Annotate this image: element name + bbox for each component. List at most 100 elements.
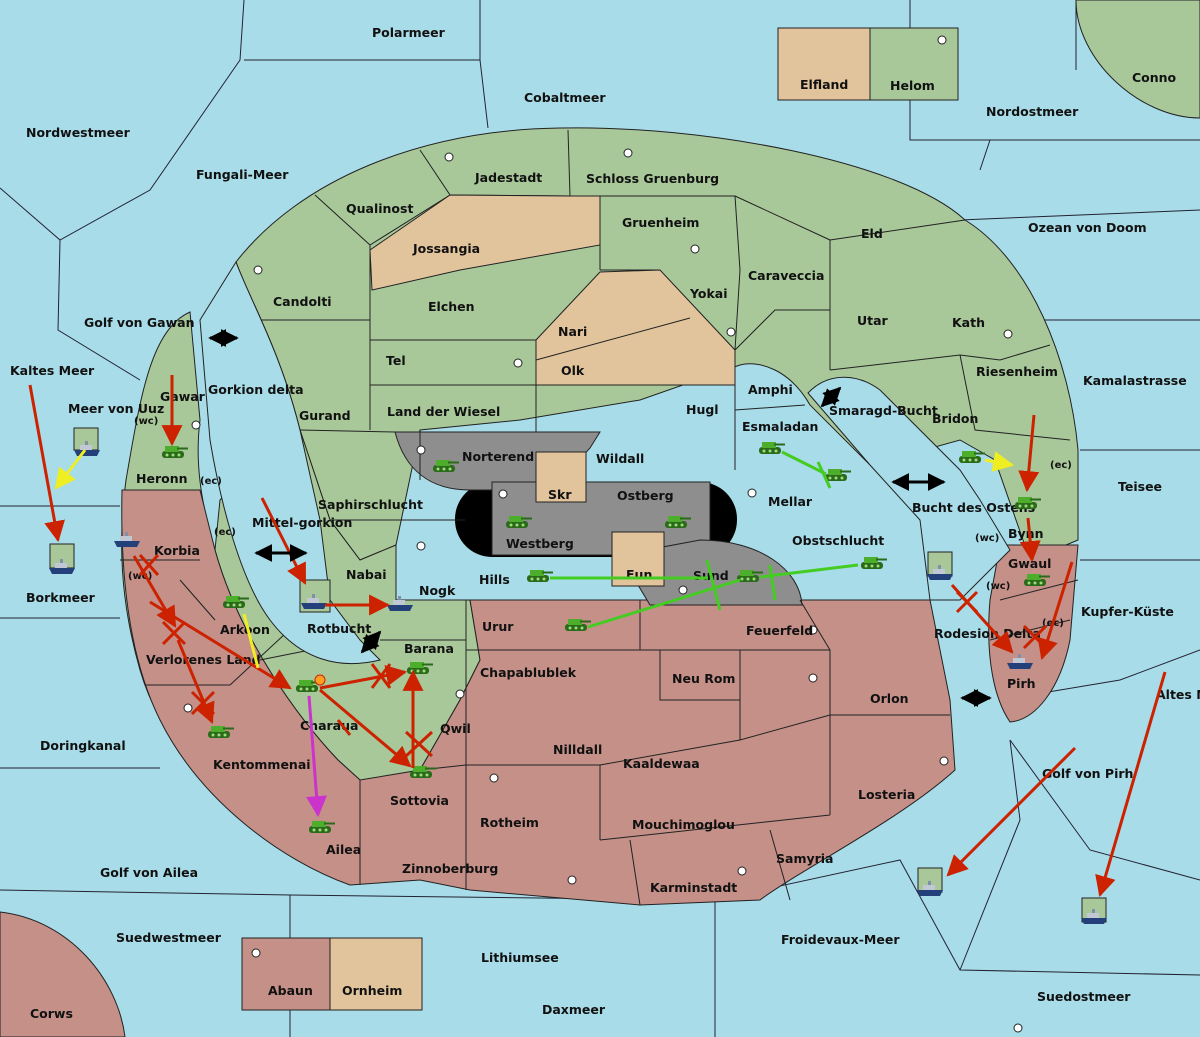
land-hugl: Hugl [686,402,719,417]
coast-tag: (wc) [128,571,152,582]
land-gwaul: Gwaul [1008,556,1051,571]
land-elchen: Elchen [428,299,475,314]
land-helom: Helom [890,78,935,93]
land-nogk: Nogk [419,583,456,598]
sea-polarmeer: Polarmeer [372,25,446,40]
green-support-lines [550,450,859,629]
land-candolti: Candolti [273,294,332,309]
land-saphirschlucht: Saphirschlucht [318,497,423,512]
coast-tag: (ec) [1050,460,1072,471]
sea-daxmeer: Daxmeer [542,1002,606,1017]
land-nabai: Nabai [346,567,387,582]
land-samyria: Samyria [776,851,834,866]
land-arkoon: Arkoon [220,622,270,637]
land-gurand: Gurand [299,408,351,423]
sea-golf-von-gawan: Golf von Gawan [84,315,195,330]
land-corws-coast [0,911,126,1037]
land-conno-coast [1075,0,1200,119]
land-qwil: Qwil [440,721,471,736]
land-rotheim: Rotheim [480,815,539,830]
retreat-burst [314,674,326,686]
land-sottovia: Sottovia [390,793,449,808]
coast-tag: (wc) [986,581,1010,592]
sea-kamalastrasse: Kamalastrasse [1083,373,1187,388]
sea-altes-meer: Altes Meer [1156,687,1200,702]
sea-lithiumsee: Lithiumsee [481,950,559,965]
land-hills: Hills [479,572,510,587]
land-amphi: Amphi [748,382,793,397]
land-bridon: Bridon [932,411,978,426]
sea-suedostmeer: Suedostmeer [1037,989,1131,1004]
sea-rotbucht: Rotbucht [307,621,371,636]
land-charaua: Charaua [300,718,358,733]
land-jossangia: Jossangia [412,241,480,256]
land-heronn: Heronn [136,471,188,486]
convoy-order [306,695,328,818]
sea-golf-von-pirh: Golf von Pirh [1042,766,1133,781]
sea-ozean-von-doom: Ozean von Doom [1028,220,1147,235]
sea-kupfer-kueste: Kupfer-Küste [1081,604,1174,619]
land-abaun: Abaun [268,983,313,998]
failed-order-marks [138,553,1048,758]
land-verlorenes-land: Verlorenes Land [146,652,261,667]
land-gawar: Gawar [160,389,206,404]
red-labels: Korbia Verlorenes Land Kentommenai Ailea… [146,526,1051,998]
sea-suedwestmeer: Suedwestmeer [116,930,222,945]
land-utar: Utar [857,313,889,328]
coast-tag: (wc) [975,533,999,544]
adjacency-arrows [208,329,992,707]
land-kaaldewaa: Kaaldewaa [623,756,700,771]
sea-borkmeer: Borkmeer [26,590,96,605]
land-schloss-gruenburg: Schloss Gruenburg [586,171,719,186]
land-corws: Corws [30,1006,73,1021]
grey-labels: Norterend Ostberg Westberg Sund [462,449,729,583]
tan-labels: Elfland Jossangia Nari Olk Skr Eun Ornhe… [342,77,848,998]
sea-golf-von-ailea: Golf von Ailea [100,865,198,880]
land-zinnoberburg: Zinnoberburg [402,861,498,876]
land-nari: Nari [558,324,587,339]
sea-labels: Polarmeer Cobaltmeer Nordostmeer Conno N… [10,25,1200,1021]
sea-gorkion-delta: Gorkion delta [208,382,304,397]
sea-rodesion-delta: Rodesion Delta [934,626,1041,641]
land-esmaladan: Esmaladan [742,419,818,434]
land-pirh: Pirh [1007,676,1036,691]
sea-mittelgorkion: Mittel-gorkion [252,515,352,530]
sea-fungali: Fungali-Meer [196,167,289,182]
land-eun: Eun [626,567,652,582]
land-gruenheim: Gruenheim [622,215,699,230]
land-karminstadt: Karminstadt [650,880,737,895]
land-elfland: Elfland [800,77,848,92]
land-ostberg: Ostberg [617,488,674,503]
sea-nordostmeer: Nordostmeer [986,104,1079,119]
sea-teisee: Teisee [1118,479,1162,494]
sea-froidevaux: Froidevaux-Meer [781,932,900,947]
land-losteria: Losteria [858,787,915,802]
land-neu-rom: Neu Rom [672,671,735,686]
coast-tag: (ec) [200,476,222,487]
land-qualinost: Qualinost [346,201,413,216]
supply-centers [183,35,1023,1033]
sea-nordwestmeer: Nordwestmeer [26,125,131,140]
land-mellar: Mellar [768,494,813,509]
coast-tag: (wc) [134,416,158,427]
land-caraveccia: Caraveccia [748,268,824,283]
land-olk: Olk [561,363,585,378]
sea-doringkanal: Doringkanal [40,738,126,753]
sea-cobaltmeer: Cobaltmeer [524,90,606,105]
land-ailea: Ailea [326,842,361,857]
sea-kaltes-meer: Kaltes Meer [10,363,95,378]
land-norterend: Norterend [462,449,534,464]
land-feuerfeld: Feuerfeld [746,623,813,638]
land-bynn: Bynn [1008,526,1043,541]
land-land-der-wiesel: Land der Wiesel [387,404,500,419]
land-urur: Urur [482,619,514,634]
support-orders [54,449,1015,669]
land-korbia: Korbia [154,543,200,558]
land-wildall: Wildall [596,451,644,466]
land-obstschlucht: Obstschlucht [792,533,884,548]
land-nilldall: Nilldall [553,742,602,757]
sea-meer-von-uuz: Meer von Uuz [68,401,164,416]
sea-smaragd-bucht: Smaragd-Bucht [829,403,938,418]
